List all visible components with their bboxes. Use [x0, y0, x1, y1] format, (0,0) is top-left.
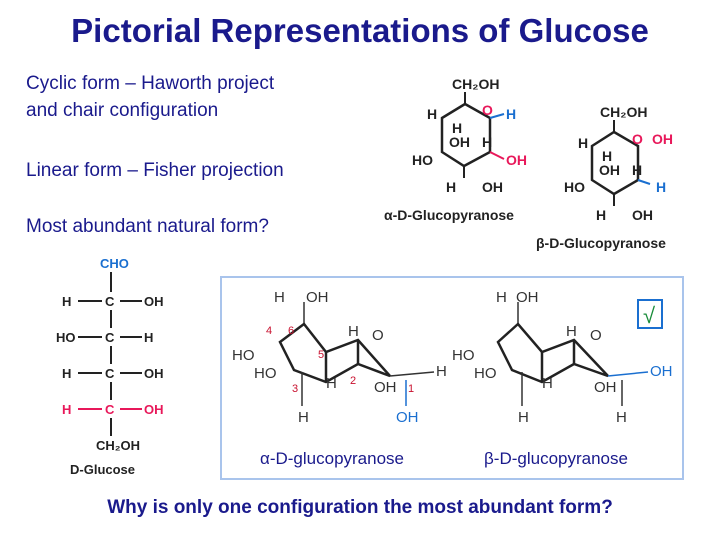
chair-conformations-box: H OH H O HO HO H OH H H OH 4 6 5 3 2 1 α…: [220, 276, 684, 480]
closing-question: Why is only one configuration the most a…: [107, 497, 613, 518]
haworth-beta-c1-h: H: [656, 179, 666, 195]
haworth-alpha-caption: α-D-Glucopyranose: [384, 207, 514, 223]
fischer-row3-right: OH: [144, 366, 164, 381]
chair-beta-h-bottom: H: [518, 409, 529, 426]
chair-alpha-h-c1: H: [436, 363, 447, 380]
haworth-alpha-c2-h: H: [482, 134, 492, 150]
fischer-row2-left: HO: [56, 330, 76, 345]
fischer-caption: D-Glucose: [70, 462, 135, 477]
chair-beta-caption: β-D-glucopyranose: [484, 449, 628, 468]
bullet-cyclic-line2: and chair configuration: [26, 100, 219, 121]
chair-beta-ring-o: O: [590, 327, 602, 344]
fischer-row4-left: H: [62, 402, 71, 417]
haworth-alpha-c3-ho: HO: [412, 152, 433, 168]
haworth-beta-c4-oh: OH: [599, 162, 620, 178]
haworth-beta-c2-oh: OH: [632, 207, 653, 223]
chair-beta-ho-left: HO: [452, 347, 475, 364]
fischer-row4-right: OH: [144, 402, 164, 417]
chair-beta-h-c5: H: [566, 323, 577, 340]
haworth-beta-caption: β-D-Glucopyranose: [536, 235, 666, 251]
chair-beta-oh-c2: OH: [594, 379, 617, 396]
haworth-alpha: CH₂OH O H H H OH H HO OH H OH α-D-Glucop…: [384, 76, 527, 223]
chair-beta-oh-anomeric: OH: [650, 363, 673, 380]
haworth-beta-c3-h: H: [596, 207, 606, 223]
checkmark-icon: √: [643, 303, 656, 328]
fischer-top-cho: CHO: [100, 256, 129, 271]
chair-alpha-ring-o: O: [372, 327, 384, 344]
fischer-bottom-ch2oh: CH₂OH: [96, 438, 140, 453]
fischer-row1-left: H: [62, 294, 71, 309]
haworth-alpha-c2-oh: OH: [482, 179, 503, 195]
chair-beta-ho-c3: HO: [474, 365, 497, 382]
bullet-linear-form: Linear form – Fisher projection: [26, 160, 284, 181]
haworth-beta-ch2oh: CH₂OH: [600, 104, 647, 120]
fischer-row3-left: H: [62, 366, 71, 381]
bullet-cyclic-line1: Cyclic form – Haworth project: [26, 73, 275, 94]
haworth-alpha-ring-o: O: [482, 102, 493, 118]
chair-alpha-caption: α-D-glucopyranose: [260, 449, 404, 468]
chair-alpha-h-c2: H: [326, 375, 337, 392]
chair-alpha-num-5: 5: [318, 349, 324, 361]
chair-alpha-h-bottom: H: [298, 409, 309, 426]
haworth-beta-ring-o: O: [632, 131, 643, 147]
fischer-projection: CHO H C OH HO C H H C OH H C OH CH₂OH D-…: [56, 256, 164, 477]
haworth-alpha-c3-h: H: [446, 179, 456, 195]
chair-alpha-oh-anomeric: OH: [396, 409, 419, 426]
page-title: Pictorial Representations of Glucose: [71, 12, 649, 49]
chair-alpha-num-3: 3: [292, 383, 298, 395]
haworth-beta-c3-ho: HO: [564, 179, 585, 195]
chair-alpha-h-top: H: [274, 289, 285, 306]
chair-alpha-num-6: 6: [288, 325, 294, 337]
chair-alpha: H OH H O HO HO H OH H H OH 4 6 5 3 2 1 α…: [232, 289, 447, 468]
haworth-alpha-ch2oh: CH₂OH: [452, 76, 499, 92]
fischer-row3-carbon: C: [105, 366, 115, 381]
bullet-cyclic-form: Cyclic form – Haworth project and chair …: [26, 70, 274, 124]
haworth-beta-c4-h: H: [602, 148, 612, 164]
chair-conformations: H OH H O HO HO H OH H H OH 4 6 5 3 2 1 α…: [232, 289, 673, 468]
haworth-alpha-c5-h: H: [427, 106, 437, 122]
chair-beta: H OH H O HO HO H OH OH H H √ β-D-glucopy…: [452, 289, 673, 468]
chair-alpha-num-2: 2: [350, 375, 356, 387]
haworth-alpha-c1-oh: OH: [506, 152, 527, 168]
fischer-row1-right: OH: [144, 294, 164, 309]
haworth-beta-c5-h: H: [578, 135, 588, 151]
fischer-row1-carbon: C: [105, 294, 115, 309]
fischer-row2-carbon: C: [105, 330, 115, 345]
haworth-alpha-c4-oh: OH: [449, 134, 470, 150]
haworth-alpha-c4-h: H: [452, 120, 462, 136]
chair-alpha-ho-c3: HO: [254, 365, 277, 382]
chair-alpha-h-c5: H: [348, 323, 359, 340]
chair-beta-h-top: H: [496, 289, 507, 306]
haworth-beta-c2-h: H: [632, 162, 642, 178]
fischer-row4-carbon: C: [105, 402, 115, 417]
haworth-beta: CH₂OH O OH H H OH H HO H H OH β-D-Glucop…: [536, 104, 673, 251]
haworth-projections: CH₂OH O H H H OH H HO OH H OH α-D-Glucop…: [384, 76, 673, 251]
chair-alpha-num-4: 4: [266, 325, 272, 337]
chair-alpha-num-1: 1: [408, 383, 414, 395]
haworth-alpha-c1-h: H: [506, 106, 516, 122]
fischer-row2-right: H: [144, 330, 153, 345]
chair-beta-h-c1: H: [616, 409, 627, 426]
chair-alpha-oh-c2: OH: [374, 379, 397, 396]
chair-beta-h-c2: H: [542, 375, 553, 392]
bullet-abundant-form: Most abundant natural form?: [26, 216, 269, 237]
chair-alpha-oh-top: OH: [306, 289, 329, 306]
haworth-beta-c1-oh: OH: [652, 131, 673, 147]
chair-beta-oh-top: OH: [516, 289, 539, 306]
chair-alpha-ho-left: HO: [232, 347, 255, 364]
